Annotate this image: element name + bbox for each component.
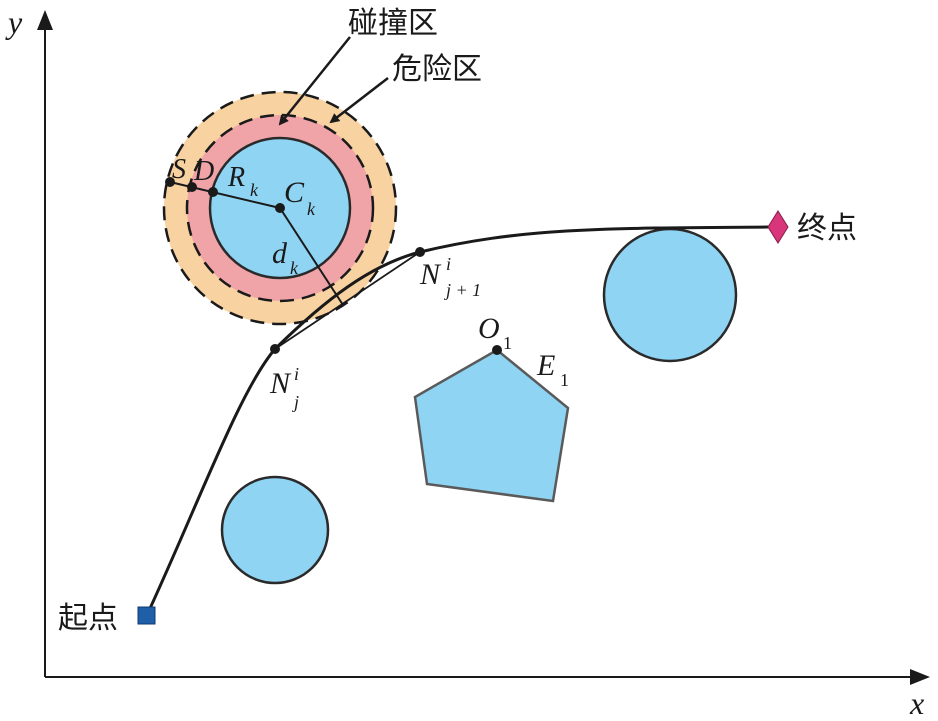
- waypoint-chord: [274, 251, 421, 350]
- label-d: D: [193, 156, 214, 187]
- collision-zone-arrow: [278, 36, 351, 126]
- label-c-sub: k: [307, 199, 316, 219]
- label-d-dist: d: [272, 237, 288, 270]
- label-o: O: [478, 312, 500, 345]
- end-marker: [767, 210, 789, 244]
- point-s: [165, 177, 175, 187]
- y-axis-label: y: [5, 4, 23, 40]
- label-e: E: [536, 349, 555, 382]
- collision-zone-label: 碰撞区: [348, 6, 438, 41]
- label-nj1-sup: i: [446, 254, 451, 274]
- label-s: S: [172, 154, 186, 185]
- label-nj1: N: [419, 258, 442, 291]
- danger-zone-arrow: [329, 77, 389, 124]
- label-nj: N: [269, 367, 292, 400]
- point-o1: [492, 345, 502, 355]
- start-marker: [137, 606, 156, 625]
- x-axis-arrow: [910, 669, 930, 685]
- start-label: 起点: [58, 601, 118, 636]
- label-d-dist-sub: k: [290, 258, 299, 278]
- planned-path: [145, 225, 779, 616]
- danger-zone-label: 危险区: [392, 52, 482, 87]
- point-d-outer: [187, 182, 197, 192]
- axes: y x: [5, 4, 930, 721]
- waypoint-nj: [270, 344, 280, 354]
- point-ck: [275, 203, 285, 213]
- label-o-sub: 1: [503, 333, 512, 353]
- label-r: R: [227, 162, 245, 193]
- label-r-sub: k: [250, 180, 259, 200]
- obstacle-circle-right: [602, 227, 738, 363]
- label-c: C: [284, 176, 305, 209]
- label-nj-sub: j: [292, 392, 299, 412]
- label-nj-sup: i: [294, 364, 299, 384]
- point-d: [208, 187, 218, 197]
- distance-dk-line: [279, 207, 344, 306]
- label-nj1-sub: j + 1: [444, 280, 481, 300]
- obstacle-pentagon: [413, 348, 570, 503]
- end-label: 终点: [797, 211, 857, 246]
- waypoint-nj1: [415, 247, 425, 257]
- obstacle-circle-bottom: [220, 475, 330, 585]
- label-e-sub: 1: [560, 370, 569, 390]
- x-axis-label: x: [909, 685, 924, 721]
- y-axis-arrow: [37, 10, 53, 30]
